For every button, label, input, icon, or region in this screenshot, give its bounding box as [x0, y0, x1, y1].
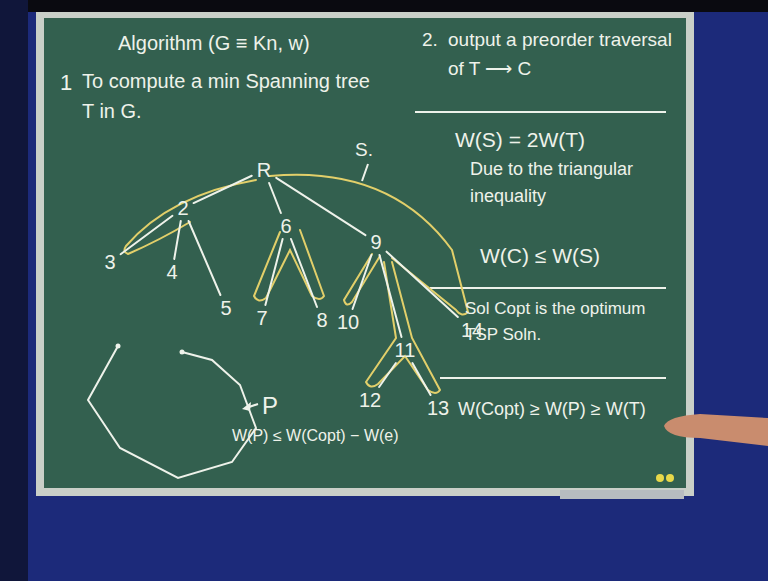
vertex-label: 4 [166, 261, 177, 283]
board-frame [36, 12, 694, 496]
leader-line [362, 164, 368, 181]
divider-lines [415, 112, 666, 378]
vertex-label: R [257, 159, 271, 181]
vertex-label: 3 [104, 251, 115, 273]
tree-edge [379, 255, 401, 337]
board-text: output a preorder traversal of T ⟶ C [448, 26, 683, 83]
vertex-label: 10 [337, 311, 359, 333]
tree-edge [265, 239, 282, 305]
tree-edge [379, 363, 396, 387]
board-text: P [262, 388, 278, 424]
vertex-dot [116, 344, 121, 349]
vertex-label: 12 [359, 389, 381, 411]
tree-vertex: 4 [163, 261, 180, 283]
board-text: To compute a min Spanning tree T in G. [82, 66, 382, 126]
board-text: W(P) ≤ W(Copt) − W(e) [232, 424, 399, 448]
tree-edge [174, 221, 181, 259]
tree-edge [387, 252, 458, 317]
tour-curve [270, 175, 468, 315]
vertex-label: 8 [316, 309, 327, 331]
vertex-label: 14 [461, 319, 483, 341]
tree-vertex: 10 [334, 311, 362, 333]
divider-line [415, 111, 666, 113]
arrow-head [242, 402, 251, 411]
board-text: Due to the triangular inequality [470, 156, 650, 210]
vertex-label: 2 [177, 197, 188, 219]
tree-vertex: 12 [356, 389, 384, 411]
tour-curve [124, 180, 256, 254]
tree-edge [291, 239, 317, 307]
tree-vertex: 3 [101, 251, 118, 273]
board-text: W(Copt) ≥ W(P) ≥ W(T) [458, 396, 646, 423]
divider-line [440, 377, 666, 379]
tree-vertex: 11 [392, 339, 419, 361]
board-surface [44, 18, 686, 488]
board-text: 1 [60, 66, 72, 99]
ceiling [0, 0, 768, 12]
tree-edge [412, 363, 430, 395]
tree-vertex: 14 [458, 319, 486, 341]
tree-vertex: 13 [424, 397, 452, 419]
tree-vertex: 9 [367, 231, 384, 253]
board-text: 2. [422, 26, 438, 55]
tree-vertex: 8 [313, 309, 330, 331]
wall-shadow [0, 0, 28, 581]
path-p [88, 346, 256, 478]
vertex-label: 9 [370, 231, 381, 253]
tree-edge [121, 216, 173, 254]
tree-edge [269, 183, 281, 213]
tour-curve [254, 230, 324, 301]
vertex-label: 7 [256, 307, 267, 329]
tree-vertex: 2 [174, 197, 191, 219]
euler-tour-s [124, 175, 468, 393]
tree-edge [194, 176, 252, 203]
tree-vertex: 5 [217, 297, 234, 319]
tree-edge [353, 255, 372, 309]
vertex-label: 11 [395, 339, 416, 361]
board-text: Algorithm (G ≡ Kn, w) [118, 28, 310, 58]
tree-edge [189, 221, 221, 295]
vertex-label: 6 [280, 215, 291, 237]
tree-vertex: 6 [277, 215, 294, 237]
vertex-label: 13 [427, 397, 449, 419]
board-text: W(S) = 2W(T) [455, 124, 585, 156]
magnet [666, 474, 674, 482]
chalk-tray [560, 490, 684, 499]
board-text: Sol Copt is the optimum TSP Soln. [465, 296, 655, 347]
tour-curve [366, 262, 440, 393]
board-text: W(C) ≤ W(S) [480, 240, 600, 272]
tree-vertex: 7 [253, 307, 270, 329]
hand [664, 414, 768, 446]
vertex-dot [180, 350, 185, 355]
board-text: S. [355, 136, 373, 165]
divider-line [430, 287, 666, 289]
tree-vertex: R [254, 159, 274, 181]
vertex-label: 5 [220, 297, 231, 319]
magnet [656, 474, 664, 482]
